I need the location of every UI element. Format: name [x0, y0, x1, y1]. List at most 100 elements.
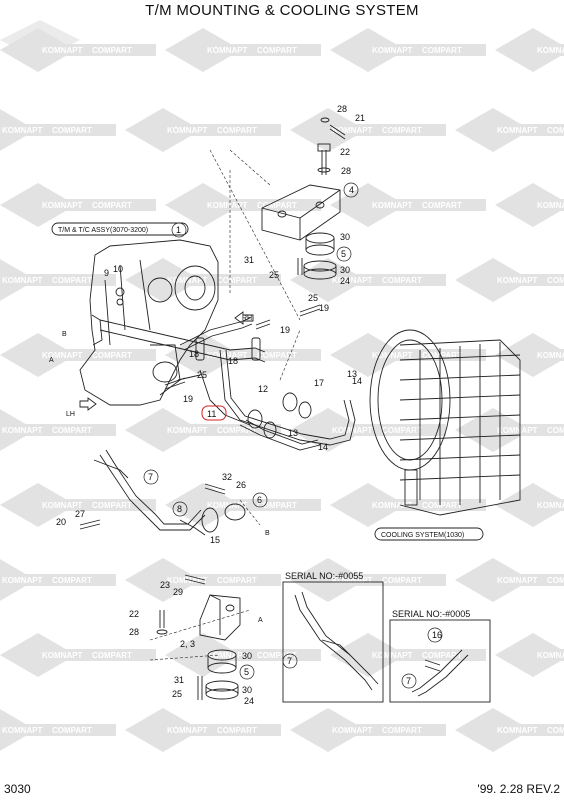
watermark-text-b: COMPART	[422, 351, 462, 360]
watermark-text-a: KOMNAPT	[537, 351, 564, 360]
watermark-band	[326, 424, 446, 436]
callout-6: 6	[257, 495, 262, 505]
line-art	[51, 117, 521, 703]
callout-5b: 5	[244, 667, 249, 677]
upper-mount-bracket	[261, 184, 341, 241]
watermark-text-a: KOMNAPT	[42, 501, 83, 510]
watermark-band	[326, 724, 446, 736]
watermark-band	[0, 574, 116, 586]
watermark-text-a: KOMNAPT	[2, 126, 43, 135]
watermark-text-b: COMPART	[547, 426, 564, 435]
watermark-band	[161, 724, 281, 736]
inset-callout-16: 16	[432, 630, 442, 640]
watermark-band	[201, 649, 321, 661]
callout-22: 22	[340, 147, 350, 157]
callout-27: 27	[75, 509, 85, 519]
watermark-text-a: KOMNAPT	[372, 501, 413, 510]
watermark-text-a: KOMNAPT	[332, 126, 373, 135]
callout-13b: 13	[347, 369, 357, 379]
watermark-tiles: KOMNAPT COMPART KOMNAPT COMPART KOMNAPT COMPA…	[0, 28, 564, 752]
page-number: 3030	[4, 782, 31, 796]
watermark-text-a: KOMNAPT	[537, 201, 564, 210]
label-a-lower: A	[258, 617, 263, 624]
callout-11: 11	[207, 409, 216, 419]
watermark-text-a: KOMNAPT	[332, 576, 373, 585]
watermark-band	[0, 124, 116, 136]
watermark-band	[36, 44, 156, 56]
watermark-band	[531, 649, 564, 661]
callout-30b: 30	[340, 265, 350, 275]
watermark-diamond	[495, 333, 564, 377]
callout-19c: 19	[319, 303, 329, 313]
callout-1: 1	[176, 225, 181, 235]
watermark-text-b: COMPART	[257, 501, 297, 510]
callout-28b: 28	[337, 104, 347, 114]
callout-19b: 19	[183, 394, 193, 404]
watermark-text-a: KOMNAPT	[537, 651, 564, 660]
watermark-text-a: KOMNAPT	[167, 726, 208, 735]
watermark-text-b: COMPART	[422, 651, 462, 660]
callout-25d: 25	[172, 689, 182, 699]
watermark-text-a: KOMNAPT	[207, 351, 248, 360]
watermark-text-b: COMPART	[257, 351, 297, 360]
callout-30d: 30	[242, 685, 252, 695]
watermark-text-b: COMPART	[217, 126, 257, 135]
page-title: T/M MOUNTING & COOLING SYSTEM	[145, 2, 419, 19]
watermark-band	[491, 274, 564, 286]
watermark-band	[326, 124, 446, 136]
callout-17: 17	[314, 378, 324, 388]
callout-18: 18	[228, 356, 238, 366]
watermark-text-a: KOMNAPT	[207, 651, 248, 660]
inset-callout-7b: 7	[406, 676, 411, 686]
direction-arrows	[79, 311, 254, 411]
callout-19: 19	[280, 325, 290, 335]
revision-label: '99. 2.28 REV.2	[477, 782, 560, 796]
serial-labels: SERIAL NO:-#0055 SERIAL NO:-#0005	[285, 571, 470, 619]
watermark-text-a: KOMNAPT	[372, 351, 413, 360]
pipe-clamps	[195, 337, 312, 439]
watermark-band	[531, 44, 564, 56]
watermark-band	[491, 124, 564, 136]
watermark-text-a: KOMNAPT	[207, 46, 248, 55]
mid-bolts	[164, 304, 321, 390]
callout-32: 32	[222, 472, 232, 482]
watermark-band	[36, 199, 156, 211]
watermark-text-b: COMPART	[217, 726, 257, 735]
callout-31b: 31	[174, 675, 184, 685]
callout-13: 13	[288, 428, 298, 438]
callout-24: 24	[340, 276, 350, 286]
watermark-text-b: COMPART	[382, 276, 422, 285]
watermark-text-b: COMPART	[52, 276, 92, 285]
label-b: B	[62, 331, 67, 338]
watermark-text-a: KOMNAPT	[372, 46, 413, 55]
callout-2-3: 2, 3	[180, 639, 195, 649]
watermark-band	[0, 724, 116, 736]
watermark-text-a: KOMNAPT	[332, 726, 373, 735]
inset-left-pipe	[294, 591, 379, 691]
watermark-text-a: KOMNAPT	[42, 351, 83, 360]
watermark-band	[0, 424, 116, 436]
watermark-text-a: KOMNAPT	[332, 276, 373, 285]
callout-30: 30	[340, 232, 350, 242]
callout-22b: 22	[129, 609, 139, 619]
watermark-text-b: COMPART	[382, 426, 422, 435]
callout-14: 14	[352, 376, 362, 386]
oil-cooler-pipes	[99, 317, 356, 451]
reference-lines	[149, 149, 301, 661]
callout-14b: 14	[318, 442, 328, 452]
callout-29: 29	[173, 587, 183, 597]
watermark-band	[366, 649, 486, 661]
watermark-text-a: KOMNAPT	[167, 576, 208, 585]
watermark-text-b: COMPART	[92, 501, 132, 510]
watermark-text-a: KOMNAPT	[167, 426, 208, 435]
watermark-text-b: COMPART	[52, 576, 92, 585]
watermark-text-b: COMPART	[422, 201, 462, 210]
callout-20: 20	[56, 517, 66, 527]
watermark-diamond	[495, 633, 564, 677]
callout-28c: 28	[129, 627, 139, 637]
lower-mount-bracket	[199, 594, 241, 641]
watermark-text-a: KOMNAPT	[497, 126, 538, 135]
watermark-text-b: COMPART	[92, 351, 132, 360]
serial-box-left	[282, 581, 384, 703]
